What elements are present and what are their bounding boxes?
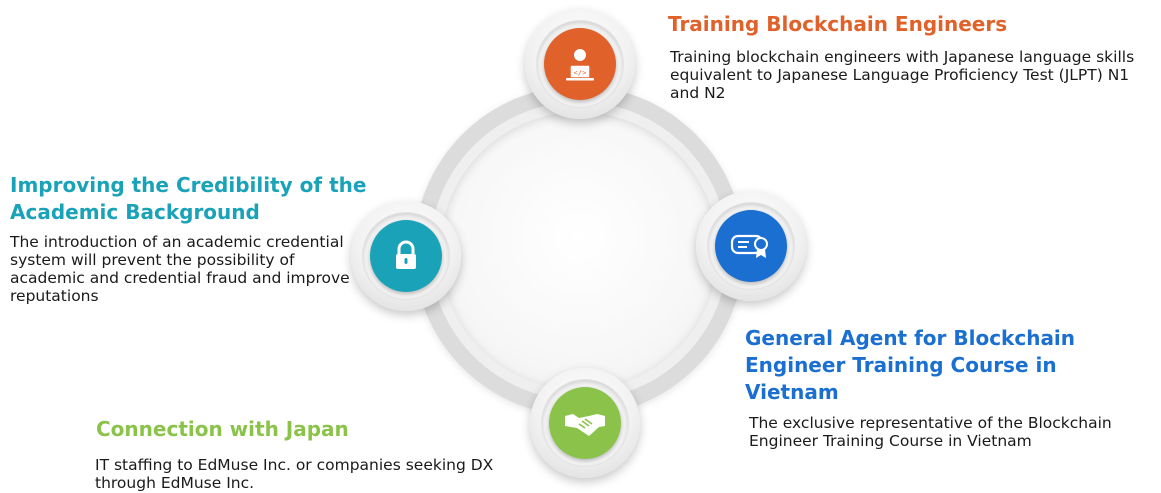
description-credibility: The introduction of an academic credenti… [10, 233, 350, 305]
node-general-agent [696, 191, 806, 301]
description-connection-japan: IT staffing to EdMuse Inc. or companies … [95, 456, 494, 492]
cycle-ring-center [440, 112, 718, 390]
lock-icon [370, 220, 442, 292]
description-general-agent: The exclusive representative of the Bloc… [749, 414, 1112, 450]
title-training-engineers: Training Blockchain Engineers [668, 12, 1008, 36]
handshake-icon [549, 387, 621, 459]
developer-laptop-icon: </> [544, 28, 616, 100]
description-training-engineers: Training blockchain engineers with Japan… [670, 48, 1135, 102]
certificate-icon [715, 210, 787, 282]
title-connection-japan: Connection with Japan [96, 417, 349, 441]
node-credibility [351, 201, 461, 311]
svg-text:</>: </> [574, 69, 587, 77]
node-training-engineers: </> [525, 9, 635, 119]
node-connection-japan [530, 368, 640, 478]
title-general-agent: General Agent for Blockchain Engineer Tr… [745, 326, 1076, 404]
title-credibility: Improving the Credibility of the Academi… [10, 173, 367, 224]
